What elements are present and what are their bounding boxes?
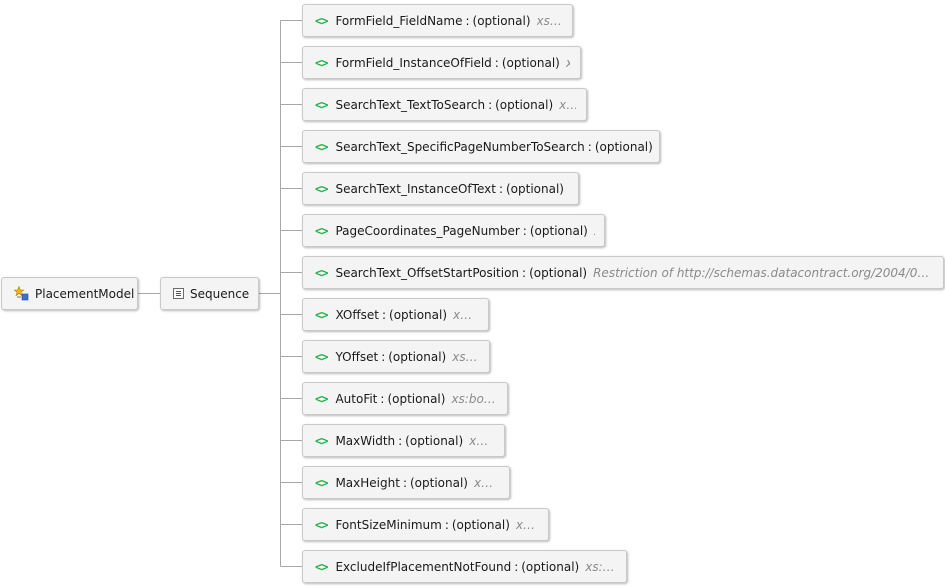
element-occurrence: (optional): [389, 307, 448, 322]
element-icon: <>: [315, 517, 328, 532]
element-icon: <>: [315, 13, 328, 28]
element-occurrence: (optional): [505, 181, 564, 196]
element-type: xs:float: [452, 349, 479, 364]
element-type: xs:int: [566, 56, 570, 70]
element-node[interactable]: <> SearchText_OffsetStartPosition:(option…: [302, 256, 944, 289]
element-icon: <>: [315, 433, 328, 448]
sequence-label: Sequence: [190, 286, 250, 301]
element-node[interactable]: <> YOffset:(optional) xs:float: [302, 340, 490, 373]
element-icon: <>: [315, 139, 328, 154]
element-node[interactable]: <> AutoFit:(optional) xs:boolean: [302, 382, 508, 415]
element-separator: :: [488, 97, 493, 112]
placement-model-label: PlacementModel: [35, 286, 135, 301]
element-separator: :: [494, 55, 499, 70]
element-node[interactable]: <> FormField_InstanceOfField:(optional) xs…: [302, 46, 581, 79]
element-occurrence: (optional): [409, 475, 468, 490]
element-type: xs:string: [536, 13, 562, 28]
element-icon: <>: [315, 223, 328, 238]
element-name: YOffset: [335, 349, 379, 364]
element-separator: :: [587, 139, 592, 154]
element-icon: <>: [315, 181, 328, 196]
element-separator: :: [381, 307, 387, 322]
element-occurrence: (optional): [472, 13, 531, 28]
element-node[interactable]: <> FormField_FieldName:(optional) xs:strin…: [302, 4, 573, 37]
element-name: PageCoordinates_PageNumber: [335, 223, 520, 238]
element-icon: <>: [315, 265, 328, 280]
element-node[interactable]: <> MaxHeight:(optional) xs:float: [302, 466, 510, 499]
element-icon: <>: [315, 391, 328, 406]
element-occurrence: (optional): [529, 265, 588, 280]
element-occurrence: (optional): [521, 559, 580, 574]
element-icon: <>: [315, 97, 328, 112]
element-separator: :: [514, 559, 519, 574]
element-node[interactable]: <> MaxWidth:(optional) xs:float: [302, 424, 505, 457]
element-separator: :: [444, 517, 449, 532]
element-name: SearchText_TextToSearch: [335, 97, 486, 112]
element-node[interactable]: <> XOffset:(optional) xs:float: [302, 298, 489, 331]
element-node[interactable]: <>SearchText_InstanceOfText:(optional)xs…: [302, 172, 579, 205]
element-name: SearchText_OffsetStartPosition: [335, 265, 520, 280]
element-name: SearchText_SpecificPageNumberToSearch: [335, 139, 585, 154]
element-name: ExcludeIfPlacementNotFound: [335, 559, 512, 574]
element-name: SearchText_InstanceOfText: [335, 181, 496, 196]
element-name: MaxWidth: [335, 433, 396, 448]
element-icon: <>: [315, 55, 328, 70]
element-icon: <>: [315, 349, 328, 364]
element-node[interactable]: <> SearchText_TextToSearch:(optional) xs:s…: [302, 88, 587, 121]
element-name: FontSizeMinimum: [335, 517, 442, 532]
element-type: xs:float: [473, 475, 499, 490]
element-occurrence: (optional): [529, 223, 588, 238]
element-separator: :: [465, 13, 470, 28]
element-name: FormField_InstanceOfField: [335, 55, 492, 70]
element-type: xs:boolean: [451, 391, 497, 406]
complex-type-icon: [13, 285, 29, 301]
element-icon: <>: [315, 475, 328, 490]
element-separator: :: [380, 391, 385, 406]
sequence-node[interactable]: Sequence: [160, 277, 259, 310]
element-node[interactable]: <>PageCoordinates_PageNumber:(optional)x…: [302, 214, 605, 247]
element-occurrence: (optional): [501, 55, 560, 70]
element-occurrence: (optional): [495, 97, 554, 112]
placement-model-node[interactable]: PlacementModel: [1, 277, 138, 310]
element-node[interactable]: <> FontSizeMinimum:(optional) xs:float: [302, 508, 549, 541]
element-separator: :: [522, 223, 527, 238]
element-node[interactable]: <> SearchText_SpecificPageNumberToSearch:…: [302, 130, 660, 163]
element-icon: <>: [315, 307, 328, 322]
element-separator: :: [498, 181, 503, 196]
element-occurrence: (optional): [387, 391, 446, 406]
element-occurrence: (optional): [388, 349, 447, 364]
element-type: xs:boolean: [585, 559, 616, 574]
element-type: xs:string: [559, 97, 576, 112]
element-name: XOffset: [335, 307, 379, 322]
element-separator: :: [522, 265, 527, 280]
element-name: AutoFit: [335, 391, 378, 406]
element-occurrence: (optional): [405, 433, 464, 448]
element-separator: :: [381, 349, 386, 364]
element-occurrence: (optional): [451, 517, 510, 532]
element-name: MaxHeight: [335, 475, 400, 490]
element-type: xs:float: [515, 517, 538, 532]
sequence-icon: [173, 288, 184, 299]
element-separator: :: [398, 433, 403, 448]
element-type: Restriction of http://schemas.datacontra…: [593, 265, 933, 280]
element-occurrence: (optional): [594, 139, 653, 154]
element-type: xs:float: [469, 433, 494, 448]
element-icon: <>: [315, 559, 328, 574]
element-type: xs:float: [453, 307, 478, 322]
element-node[interactable]: <> ExcludeIfPlacementNotFound:(optional) x…: [302, 550, 627, 583]
element-name: FormField_FieldName: [335, 13, 463, 28]
element-separator: :: [402, 475, 407, 490]
